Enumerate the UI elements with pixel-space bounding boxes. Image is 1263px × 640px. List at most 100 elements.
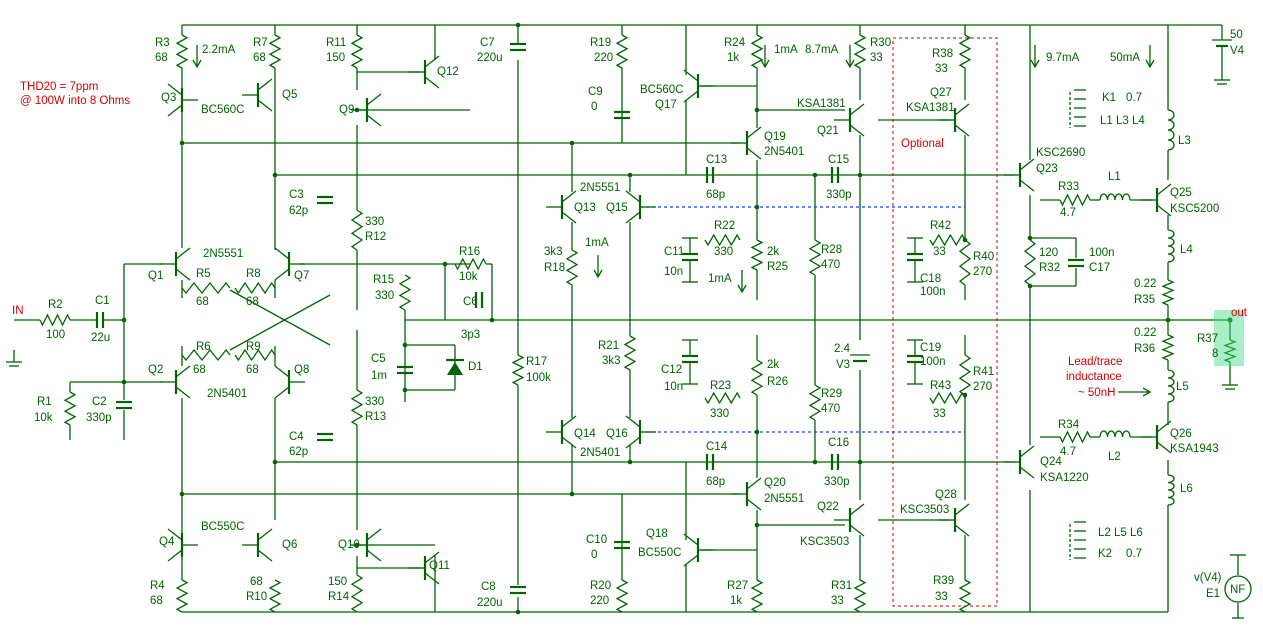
label-c8: C8 [481, 581, 496, 593]
label-q28: Q28 [935, 489, 957, 501]
r38 [958, 34, 972, 69]
label-ksc5200: KSC5200 [1170, 203, 1219, 215]
c1 [95, 312, 105, 328]
label-r27: R27 [727, 580, 748, 592]
label-r37: R37 [1197, 333, 1218, 345]
arrow-1ma-top [760, 45, 770, 69]
r40 [958, 239, 972, 286]
arrow-2-2ma [192, 45, 202, 69]
label-r5v: 68 [196, 296, 209, 308]
q5 [242, 78, 273, 112]
note-optional: Optional [901, 138, 944, 150]
label-r21v: 3k3 [602, 355, 621, 367]
label-c17v: 100n [1089, 247, 1115, 259]
label-q21: Q21 [817, 125, 839, 137]
q20 [731, 477, 762, 511]
r36 [1161, 334, 1175, 361]
r41 [958, 354, 972, 396]
e1-source [1224, 575, 1252, 603]
label-r25v: 2k [767, 246, 779, 258]
r9 [234, 348, 276, 362]
label-r26v: 2k [767, 359, 779, 371]
note-out: out [1231, 307, 1248, 319]
label-l6: L6 [1180, 483, 1193, 495]
label-c9v: 0 [591, 101, 597, 113]
r6 [181, 348, 231, 362]
label-c5: C5 [371, 353, 386, 365]
label-v4v: 50 [1230, 29, 1243, 41]
label-ksa1943: KSA1943 [1170, 443, 1219, 455]
label-r14v: 150 [328, 576, 347, 588]
r2 [39, 313, 71, 327]
label-q18: Q18 [646, 528, 668, 540]
r29 [808, 384, 822, 421]
label-q23: Q23 [1036, 163, 1058, 175]
label-c19: C19 [920, 342, 941, 354]
label-r7: R7 [253, 37, 268, 49]
r11 [350, 34, 364, 69]
label-r20v: 220 [590, 595, 609, 607]
label-r2: R2 [48, 299, 63, 311]
r7 [268, 34, 282, 69]
label-ksc2690: KSC2690 [1036, 147, 1085, 159]
label-r36: R36 [1134, 343, 1155, 355]
r37-highlight [1214, 310, 1244, 366]
label-r32: R32 [1039, 262, 1060, 274]
label-c3: C3 [289, 189, 304, 201]
label-r38v: 33 [935, 63, 948, 75]
label-c4: C4 [289, 431, 304, 443]
label-l3: L3 [1178, 135, 1191, 147]
label-r17: R17 [526, 356, 547, 368]
label-r9v: 68 [246, 364, 259, 376]
r35 [1161, 279, 1175, 306]
q17 [683, 69, 714, 103]
q21 [834, 103, 865, 137]
r16 [454, 257, 487, 271]
label-c4v: 62p [289, 446, 308, 458]
r28 [808, 239, 822, 276]
r31 [853, 579, 867, 613]
l6 [1167, 474, 1175, 506]
label-c10v: 0 [591, 549, 597, 561]
label-r4: R4 [150, 580, 165, 592]
r32 [1023, 239, 1037, 286]
current-c5: 50mA [1110, 52, 1140, 64]
label-e1v: v(V4) [1194, 572, 1222, 584]
note-in: IN [12, 305, 24, 317]
label-c7: C7 [480, 37, 495, 49]
q7 [274, 247, 305, 281]
r20 [615, 579, 629, 613]
r43 [929, 391, 966, 405]
labels: R368R768R11150Q12C7220uR19220C90R241kR30… [12, 29, 1248, 609]
r33 [1059, 193, 1091, 207]
q28 [939, 503, 970, 537]
note-lead-line1: Lead/trace [1068, 356, 1122, 368]
label-c1v: 22u [91, 332, 110, 344]
r24 [750, 34, 764, 69]
q4 [167, 528, 198, 562]
label-r24: R24 [724, 37, 746, 49]
label-c5v: 1m [371, 370, 387, 382]
label-q16: Q16 [606, 428, 628, 440]
label-r27v: 1k [730, 595, 742, 607]
r10 [268, 579, 282, 613]
label-q12: Q12 [437, 66, 459, 78]
label-r15: R15 [373, 274, 394, 286]
label-c10: C10 [586, 534, 607, 546]
label-r13: R13 [365, 411, 386, 423]
label-q3: Q3 [161, 92, 176, 104]
optional-box [892, 37, 998, 607]
label-c14v: 68p [706, 476, 725, 488]
label-q1: Q1 [148, 270, 163, 282]
label-r30v: 33 [870, 52, 883, 64]
l4 [1167, 229, 1175, 263]
current-c6: 1mA [585, 237, 609, 249]
label-r10v: 68 [250, 576, 263, 588]
r14 [350, 574, 364, 613]
c3 [317, 195, 333, 205]
label-r33v: 4.7 [1060, 207, 1076, 219]
label-r37v: 8 [1212, 348, 1218, 360]
current-c4: 9.7mA [1046, 52, 1080, 64]
r3 [175, 34, 189, 69]
